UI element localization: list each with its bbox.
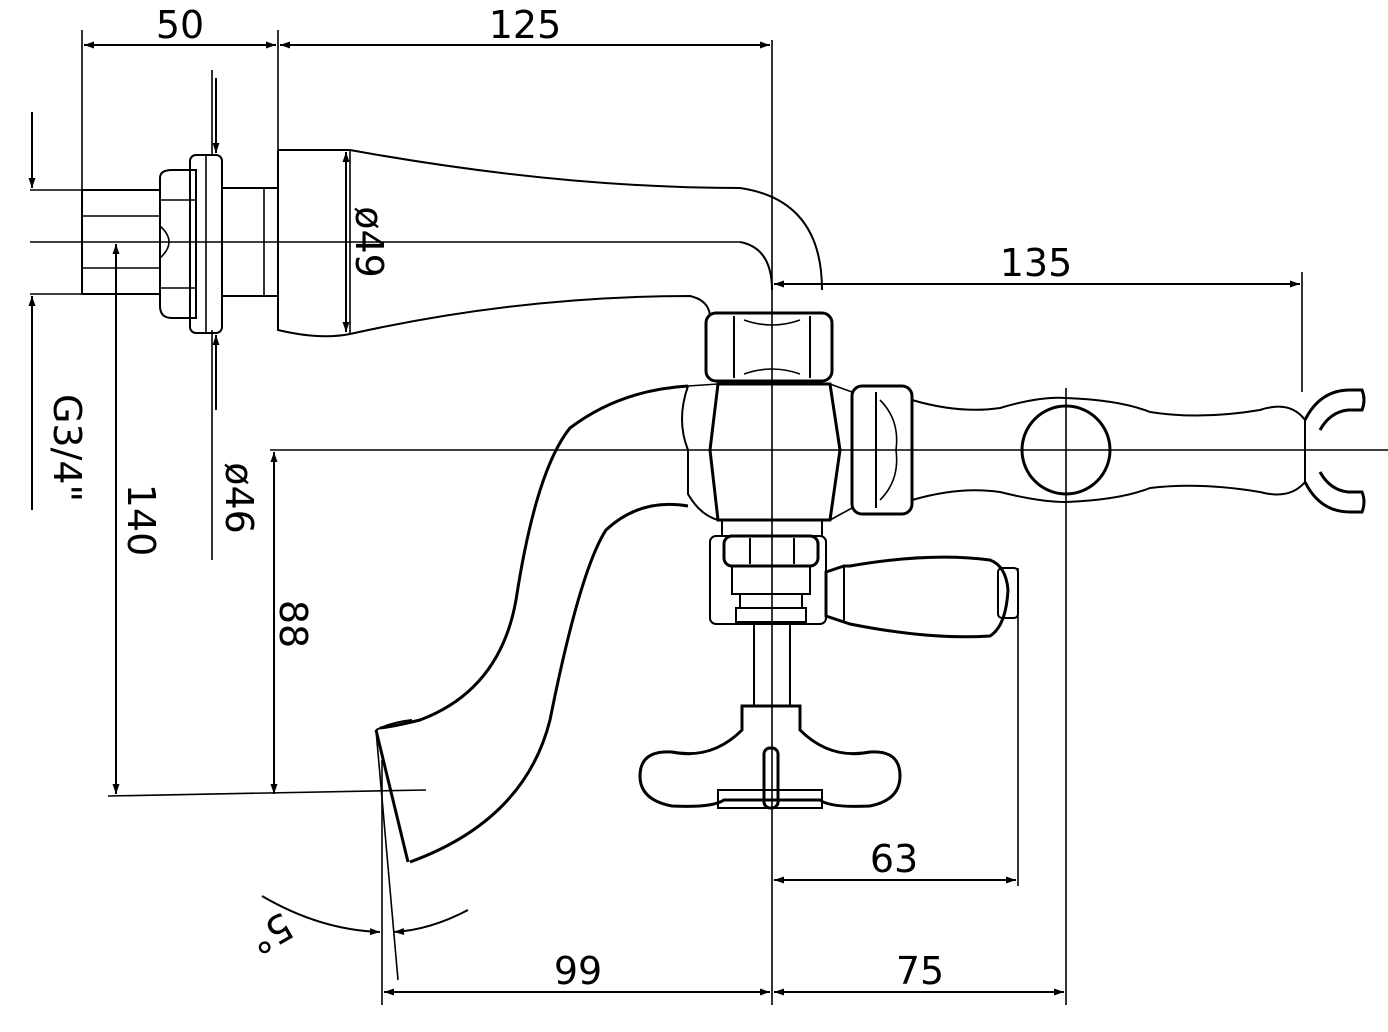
cross-handle [638, 704, 902, 810]
dim-135: 135 [1000, 241, 1073, 285]
wall-connector [81, 154, 279, 334]
dimension-labels: 50 125 135 ø49 G3/4" 140 ø46 88 63 5° 99… [45, 3, 1072, 993]
mixer-arm [277, 149, 823, 338]
center-lines [30, 40, 1388, 1005]
mixer-body [681, 382, 914, 537]
shower-holder-arm [911, 388, 1366, 514]
lower-valve [709, 534, 827, 706]
dim-pipe-diameter: ø49 [347, 206, 391, 278]
lever-handle [824, 555, 1019, 639]
extension-lines [30, 30, 1303, 1005]
dim-88: 88 [271, 600, 315, 648]
dim-125: 125 [489, 3, 562, 47]
dim-thread: G3/4" [45, 394, 89, 502]
dimension-lines [28, 41, 1300, 996]
dim-99: 99 [554, 949, 602, 993]
spout [374, 384, 689, 864]
dim-flange-diameter: ø46 [217, 462, 261, 534]
dim-63: 63 [870, 837, 918, 881]
upper-nut [704, 311, 834, 383]
dim-angle: 5° [241, 903, 300, 963]
dim-140: 140 [119, 484, 163, 557]
dim-50: 50 [156, 3, 204, 47]
dim-75: 75 [896, 949, 944, 993]
